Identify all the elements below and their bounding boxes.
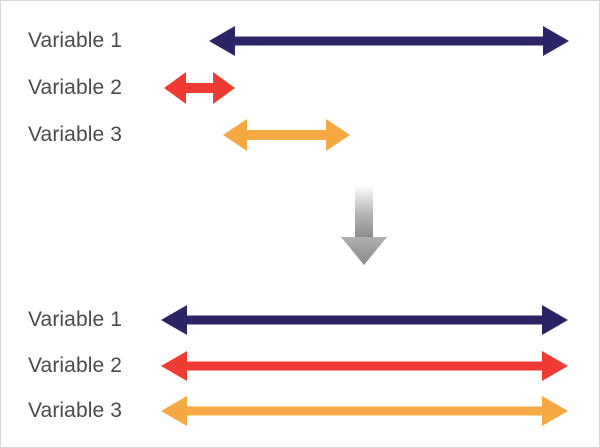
top-arrow-variable-3 [223,119,350,151]
top-row-1-label: Variable 1 [28,29,123,52]
top-row-3-label: Variable 3 [28,123,123,146]
top-arrow-variable-2 [164,72,235,104]
top-arrow-variable-1 [209,26,569,56]
downward-gradient-arrow [341,185,387,265]
bottom-row-1-label: Variable 1 [28,308,123,331]
bottom-arrow-variable-3 [161,396,568,426]
bottom-arrow-variable-2 [161,351,568,381]
bottom-row-2-label: Variable 2 [28,354,123,377]
bottom-arrow-variable-1 [161,305,568,335]
top-row-2-label: Variable 2 [28,76,123,99]
bottom-row-3-label: Variable 3 [28,399,123,422]
